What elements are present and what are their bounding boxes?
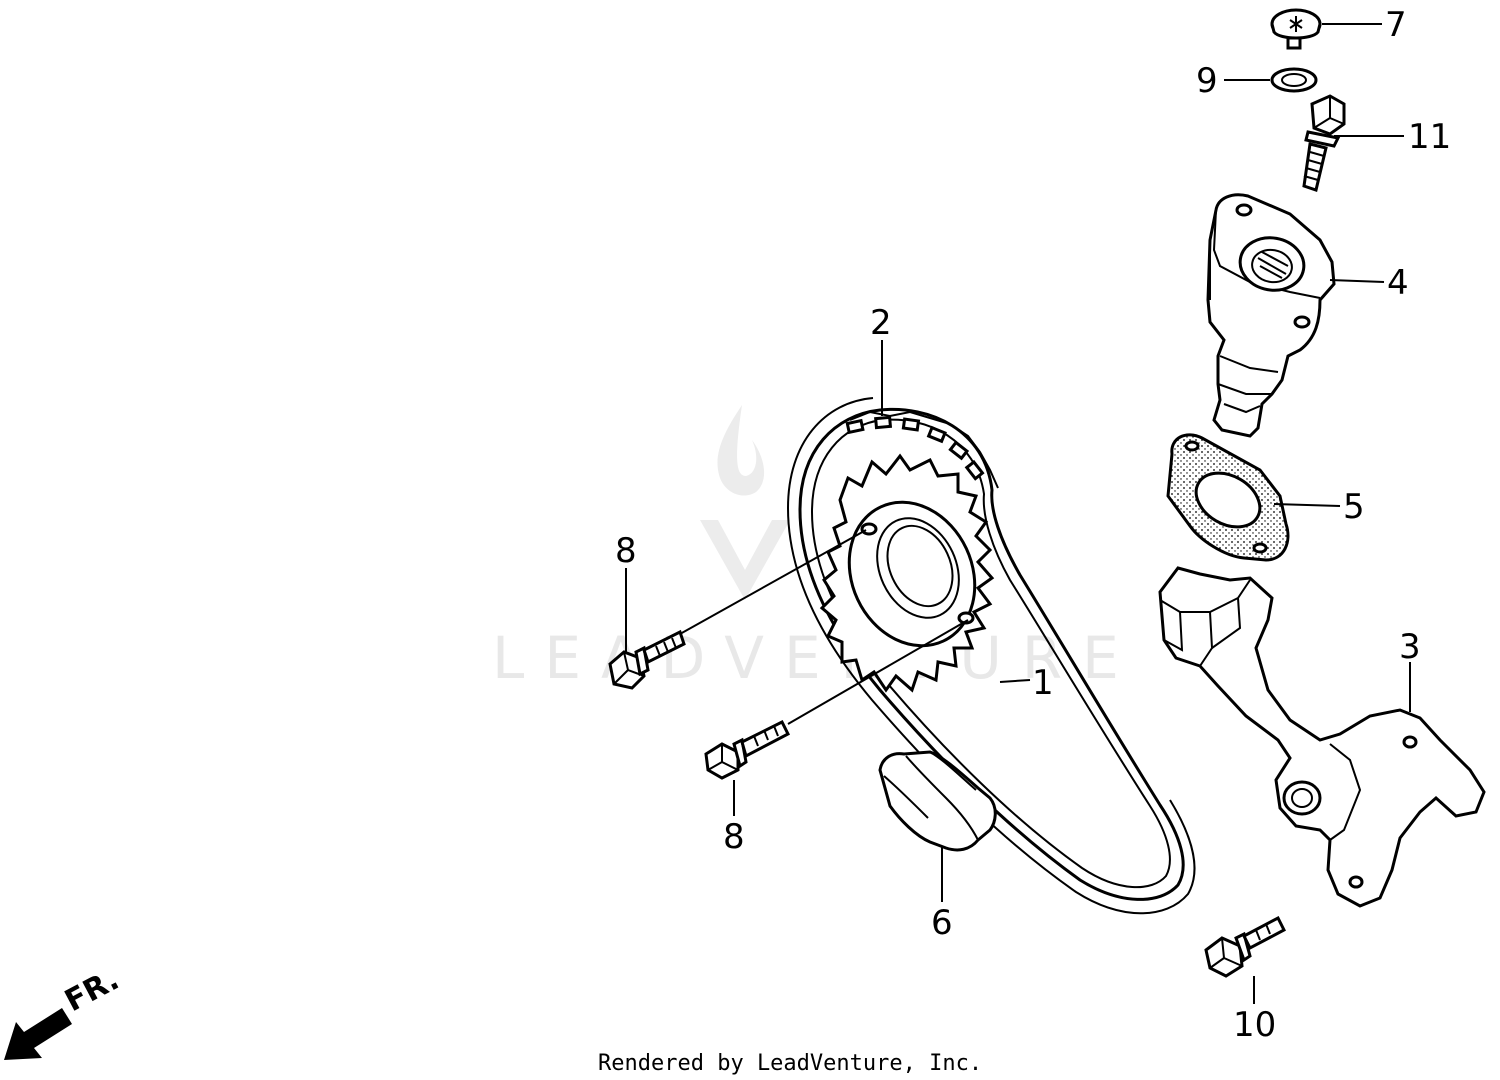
front-label: FR. — [59, 962, 124, 1019]
sealing-washer — [1270, 67, 1318, 93]
callout-9: 9 — [1196, 61, 1218, 101]
callout-6: 6 — [931, 903, 953, 943]
sealing-bolt — [1270, 8, 1322, 50]
tensioner-arm-bolt — [1204, 915, 1286, 978]
lifter-bolt — [1302, 94, 1346, 192]
render-credit: Rendered by LeadVenture, Inc. — [598, 1051, 982, 1076]
callout-11: 11 — [1408, 117, 1451, 157]
lifter-gasket — [1166, 433, 1290, 562]
callout-2: 2 — [870, 303, 892, 343]
front-direction-indicator: FR. — [4, 962, 125, 1060]
tensioner-lifter — [1206, 193, 1336, 438]
callout-10: 10 — [1233, 1005, 1276, 1045]
callout-8-upper: 8 — [615, 531, 637, 571]
callout-7: 7 — [1385, 5, 1407, 45]
sprocket-bolt-lower — [704, 719, 790, 780]
callout-1: 1 — [1032, 663, 1054, 703]
chain-guide — [878, 750, 997, 852]
callout-3: 3 — [1399, 627, 1421, 667]
sprocket-bolt-upper — [608, 629, 686, 690]
front-arrow-icon — [4, 1008, 72, 1060]
leader-lines — [625, 23, 1411, 1004]
callouts: 1 2 3 4 5 6 7 8 8 9 10 11 — [615, 5, 1451, 1045]
callout-8-lower: 8 — [723, 817, 745, 857]
chain-tensioner-arm — [1158, 566, 1486, 908]
callout-4: 4 — [1387, 263, 1409, 303]
callout-5: 5 — [1343, 487, 1365, 527]
